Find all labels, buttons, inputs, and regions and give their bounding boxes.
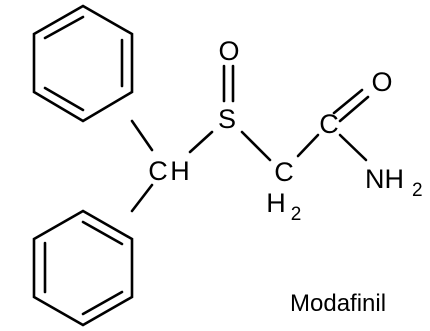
- upper-ring-double-bond-3: [43, 86, 85, 112]
- atom-carbonyl-c: C: [319, 109, 339, 139]
- bond-c-o-double-2: [338, 95, 370, 123]
- upper-phenyl-ring: [32, 4, 134, 123]
- atom-o-sulfoxide: O: [218, 36, 239, 66]
- atom-carbonyl-o: O: [371, 67, 392, 97]
- atom-ch2-subscript: 2: [291, 204, 302, 225]
- atom-nh2-n: NH: [365, 164, 404, 194]
- bond-s-to-ch2: [240, 130, 272, 162]
- atom-ch-c: C: [148, 156, 168, 186]
- bond-ch-to-lower-ring: [130, 183, 154, 213]
- compound-name: Modafinil: [290, 290, 386, 317]
- lower-ring-double-bond-1: [81, 220, 124, 246]
- bond-c-to-n: [338, 133, 368, 162]
- upper-ring-double-bond-1: [43, 15, 85, 40]
- atom-ch2-h: H: [266, 188, 286, 218]
- bond-ch-to-s: [188, 130, 214, 154]
- atom-s: S: [218, 104, 236, 134]
- atom-nh2-subscript: 2: [412, 180, 423, 201]
- lower-phenyl-ring: [32, 209, 134, 327]
- bond-upper-ring-to-ch: [130, 119, 154, 152]
- bond-ch2-to-c: [296, 133, 320, 158]
- bond-c-o-double-1: [332, 88, 364, 115]
- upper-ring-outline: [32, 4, 134, 123]
- atom-ch-h: H: [170, 156, 190, 186]
- atom-ch2-c: C: [274, 157, 294, 187]
- lower-ring-double-bond-3: [81, 290, 124, 316]
- lower-ring-outline: [32, 209, 134, 327]
